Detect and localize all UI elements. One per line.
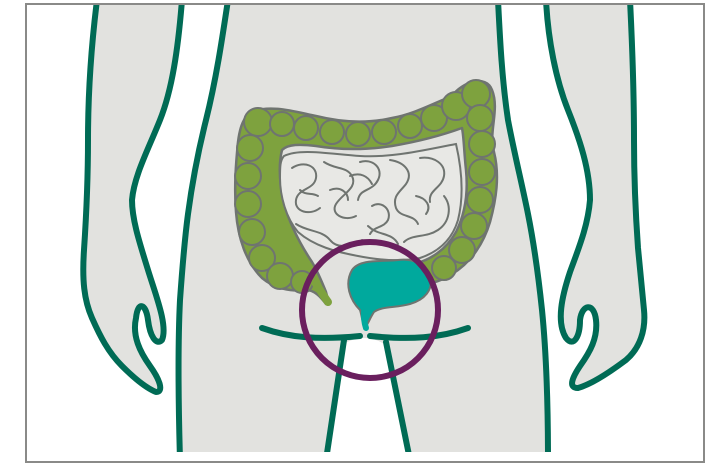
anatomy-illustration	[0, 0, 713, 452]
left-arm-icon	[83, 0, 182, 392]
urethra-icon	[364, 312, 366, 328]
right-arm-icon	[546, 0, 644, 388]
